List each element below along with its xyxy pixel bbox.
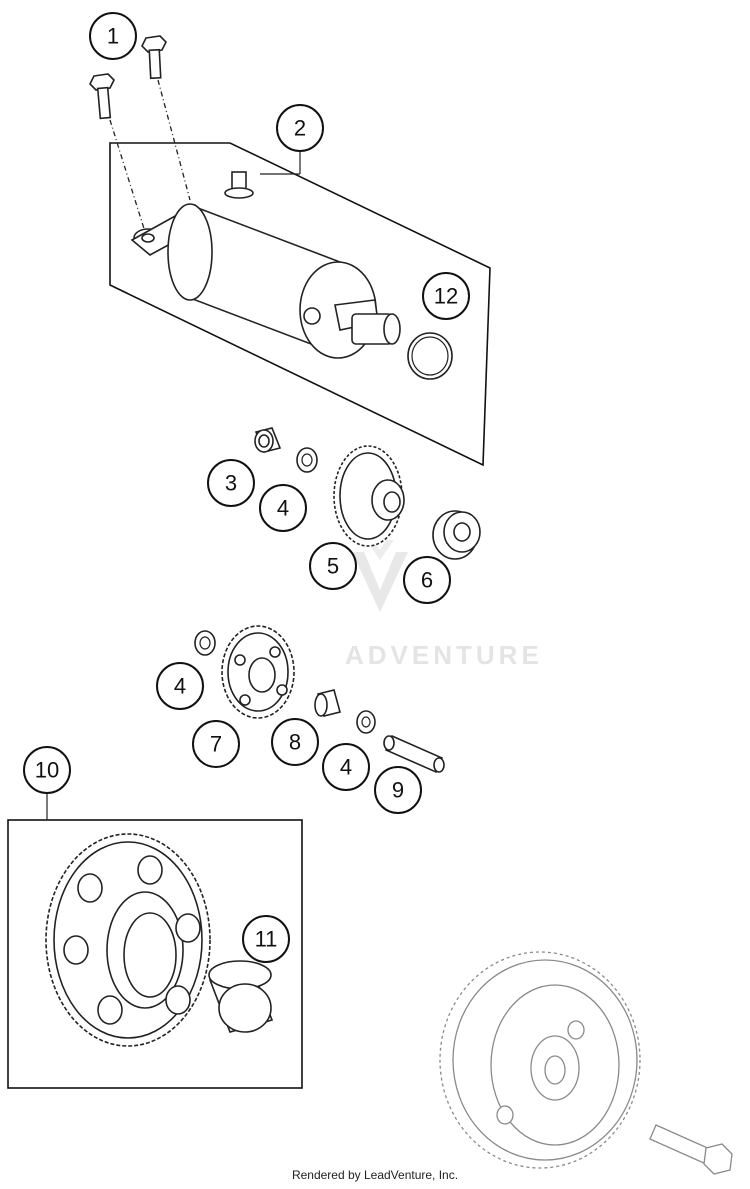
callout-1: 1 [89,12,137,60]
washer-hole [361,716,371,728]
svg-text:11: 11 [255,927,278,952]
bolt-dash-line [157,79,191,201]
bushing [254,427,282,453]
svg-text:4: 4 [277,496,289,521]
svg-text:1: 1 [107,24,119,49]
svg-text:12: 12 [434,284,458,309]
washer [194,630,216,656]
callout-7: 7 [192,720,240,768]
starter-gear-large [45,833,211,1047]
svg-text:8: 8 [289,730,301,755]
callout-9: 9 [374,766,422,814]
svg-text:6: 6 [421,568,433,593]
svg-text:4: 4 [174,674,186,699]
callout-5: 5 [309,542,357,590]
callout-4: 4 [259,484,307,532]
starter-motor [130,171,401,359]
svg-text:2: 2 [294,116,306,141]
callout-8: 8 [271,718,319,766]
callout-2: 2 [276,104,324,152]
svg-text:5: 5 [327,554,339,579]
bolt-dash-line [109,119,147,236]
washer-hole [301,453,313,467]
watermark: ADVENTURE [345,540,543,670]
svg-text:9: 9 [392,778,404,803]
washer [356,710,376,734]
callout-3: 3 [207,459,255,507]
ball-bearing [432,510,481,560]
callout-12: 12 [422,272,470,320]
flywheel [439,951,733,1175]
washer-hole [199,636,211,650]
o-ring-inner [411,336,449,376]
callout-4: 4 [322,743,370,791]
shaft [383,734,445,774]
intermediate-gear [333,445,405,547]
svg-text:10: 10 [35,758,59,783]
callout-4: 4 [156,662,204,710]
callout-6: 6 [403,556,451,604]
svg-text:7: 7 [210,732,222,757]
free-gear [221,625,295,719]
torque-limiter-frame [7,819,303,1089]
mounting-bolt [89,35,167,120]
starter-motor-frame [109,142,491,467]
svg-text:4: 4 [340,755,352,780]
callout-11: 11 [242,915,290,963]
watermark-text: ADVENTURE [345,640,543,670]
o-ring [407,332,453,380]
needle-bearing [314,689,341,717]
washer [296,447,318,473]
gear-bushing [208,960,274,1033]
callout-10: 10 [23,746,71,794]
svg-text:3: 3 [225,471,237,496]
footer-credit: Rendered by LeadVenture, Inc. [291,1168,459,1182]
